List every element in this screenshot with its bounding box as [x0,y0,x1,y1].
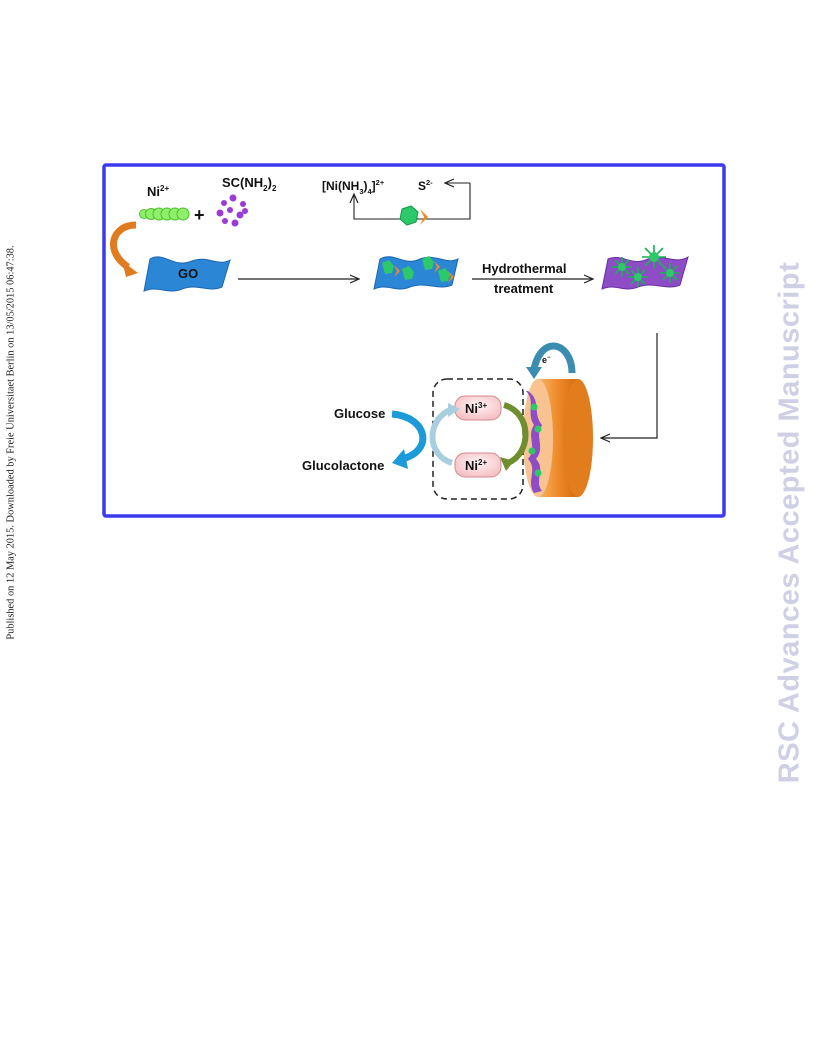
nickel-ammine-complex-label: [Ni(NH3)4]2+ [322,178,385,196]
ni-ion-beads [139,207,190,221]
publication-note-text: Published on 12 May 2015. Downloaded by … [5,245,17,640]
publication-note: Published on 12 May 2015. Downloaded by … [4,0,18,1056]
ni3-label: Ni3+ [465,401,487,416]
go-label: GO [178,266,198,281]
oxidation-arrow [429,406,454,466]
synthesis-scheme-figure: Ni2+ + SC(NH2)2 GO [Ni(NH3)4]2+ S2- [102,163,726,518]
glucolactone-arrowhead [392,449,408,469]
thiourea-particles [216,194,248,227]
hydrothermal-label: Hydrothermal [482,261,567,276]
electrode-modification-arrow [602,333,658,438]
nis-nucleus-orange [420,209,428,225]
ni2-label: Ni2+ [465,458,487,473]
reduction-arrow [502,402,529,466]
glucolactone-label: Glucolactone [302,458,384,473]
electron-transfer-arrow [530,342,576,374]
decorated-sheet-nuclei [382,256,454,283]
modified-electrode [523,379,593,497]
glucose-label: Glucose [334,406,385,421]
oxidation-arrowhead [448,403,460,417]
ni2-pill [454,452,502,478]
orange-arrowhead [122,261,138,277]
scheme-svg: Ni2+ + SC(NH2)2 GO [Ni(NH3)4]2+ S2- [102,163,726,518]
electron-label: e− [542,355,551,365]
graphene-oxide-sheet [143,256,231,292]
nis-nucleus-icon [399,205,419,226]
electron-arrowhead [526,367,542,379]
glucose-oxidation-arrow [391,410,427,463]
redox-couple-box [432,378,524,500]
treatment-label: treatment [494,281,554,296]
thiourea-label: SC(NH2)2 [222,175,277,193]
ni-ion-label: Ni2+ [147,184,169,199]
accepted-manuscript-watermark: RSC Advances Accepted Manuscript [762,0,816,1056]
watermark-text: RSC Advances Accepted Manuscript [773,261,806,784]
sulfide-label: S2- [418,178,433,193]
reduction-arrowhead [500,457,514,471]
orange-curved-arrow [110,221,137,270]
plus-sign: + [194,205,205,225]
